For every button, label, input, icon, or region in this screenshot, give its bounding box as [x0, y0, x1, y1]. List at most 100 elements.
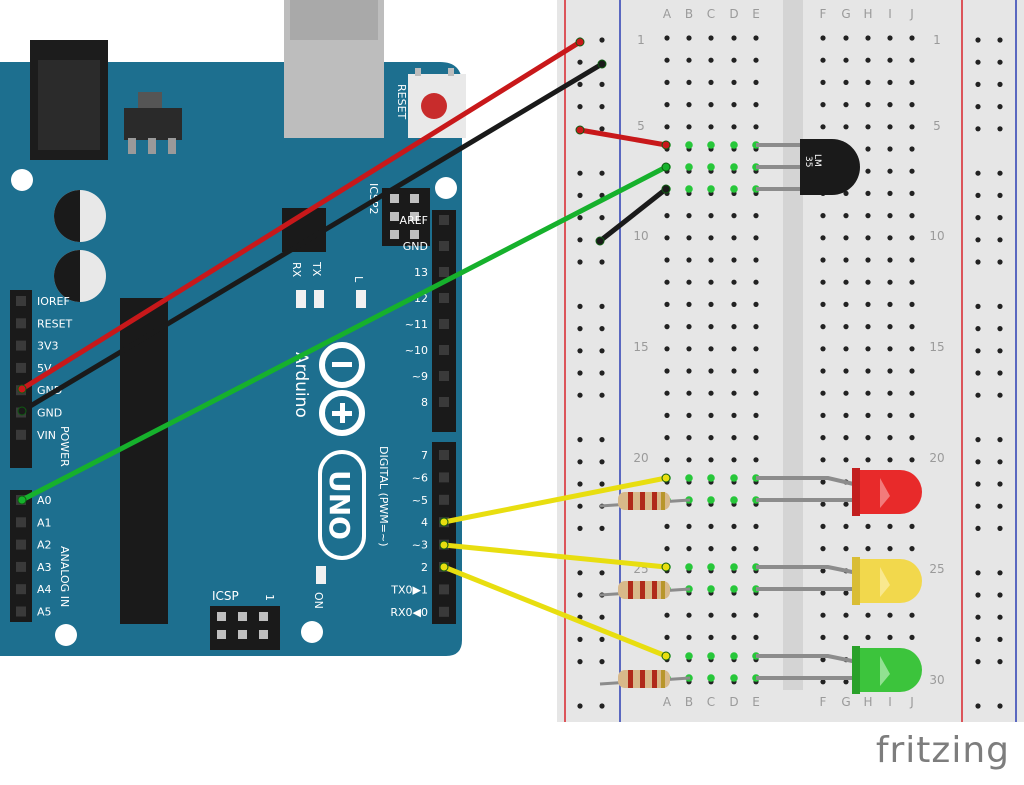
header-pin[interactable]	[439, 241, 449, 251]
header-pin[interactable]	[439, 345, 449, 355]
usb-connector-inner	[290, 0, 378, 40]
rail-hole	[599, 614, 605, 620]
wire-endpoint[interactable]	[17, 495, 27, 505]
header-pin[interactable]	[439, 397, 449, 407]
wire-yellow-pin2[interactable]	[441, 564, 669, 659]
wire-endpoint[interactable]	[575, 37, 585, 47]
header-pin[interactable]	[390, 230, 399, 239]
wire-endpoint[interactable]	[439, 540, 449, 550]
analog-header	[10, 490, 32, 622]
breadboard-hole	[731, 301, 737, 307]
header-pin[interactable]	[238, 630, 247, 639]
tx-led	[314, 290, 324, 308]
breadboard-hole	[843, 235, 849, 241]
header-pin[interactable]	[410, 212, 419, 221]
col-letter-j-bottom: J	[909, 695, 914, 709]
jumper-red-5v-rail[interactable]	[577, 127, 669, 148]
wire-endpoint[interactable]	[17, 384, 27, 394]
breadboard-hole	[865, 190, 871, 196]
header-pin[interactable]	[390, 212, 399, 221]
connected-hole	[730, 585, 738, 593]
rail-hole	[997, 636, 1003, 643]
header-pin[interactable]	[217, 630, 226, 639]
reset-button[interactable]	[421, 93, 447, 119]
voltage-regulator-tab	[138, 92, 162, 110]
header-pin[interactable]	[439, 494, 449, 505]
breadboard-hole	[887, 190, 893, 196]
breadboard-hole	[820, 35, 826, 41]
wire-endpoint[interactable]	[439, 517, 449, 527]
header-pin[interactable]	[439, 215, 449, 225]
header-pin[interactable]	[217, 612, 226, 621]
breadboard-hole	[664, 435, 670, 441]
row-number-1-right: 1	[933, 33, 941, 47]
breadboard-hole	[887, 523, 893, 530]
rail-hole	[997, 170, 1003, 176]
rail-hole	[975, 525, 981, 532]
header-pin[interactable]	[439, 584, 449, 595]
wire-endpoint[interactable]	[595, 236, 605, 246]
breadboard-hole	[664, 368, 670, 374]
breadboard-hole	[753, 279, 759, 285]
header-pin[interactable]	[16, 584, 26, 595]
header-pin[interactable]	[410, 194, 419, 203]
wire-black-gnd[interactable]	[19, 61, 605, 414]
header-pin[interactable]	[439, 267, 449, 277]
rail-hole	[599, 326, 605, 332]
wire-endpoint[interactable]	[661, 473, 671, 483]
header-pin[interactable]	[439, 319, 449, 329]
wire-endpoint[interactable]	[661, 162, 671, 172]
jumper-black-gnd-rail[interactable]	[597, 186, 669, 244]
breadboard-hole	[865, 35, 871, 41]
wire-endpoint[interactable]	[661, 140, 671, 150]
header-pin[interactable]	[16, 296, 26, 306]
header-pin[interactable]	[439, 293, 449, 303]
rx-led	[296, 290, 306, 308]
power-pin-label: GND	[37, 384, 62, 397]
wire-yellow-pin3[interactable]	[441, 542, 669, 570]
wire-green-a0[interactable]	[19, 164, 669, 503]
header-pin[interactable]	[16, 517, 26, 528]
header-pin[interactable]	[259, 630, 268, 639]
wire-endpoint[interactable]	[597, 59, 607, 69]
breadboard-hole	[708, 412, 714, 418]
rail-hole	[997, 392, 1003, 398]
header-pin[interactable]	[390, 194, 399, 203]
dc-power-jack-inner	[38, 60, 100, 150]
wire-endpoint[interactable]	[17, 406, 27, 416]
header-pin[interactable]	[410, 230, 419, 239]
header-pin[interactable]	[439, 371, 449, 381]
resistor-band	[661, 670, 665, 688]
header-pin[interactable]	[439, 472, 449, 483]
wire-endpoint[interactable]	[661, 184, 671, 194]
header-pin[interactable]	[259, 612, 268, 621]
breadboard-hole	[820, 568, 826, 574]
header-pin[interactable]	[16, 429, 26, 440]
header-pin[interactable]	[16, 539, 26, 550]
wire-endpoint[interactable]	[439, 562, 449, 572]
header-pin[interactable]	[439, 606, 449, 617]
header-pin[interactable]	[16, 318, 26, 329]
breadboard-hole	[909, 546, 915, 552]
wire-endpoint[interactable]	[661, 562, 671, 572]
rail-hole	[975, 370, 981, 376]
wire-endpoint[interactable]	[661, 651, 671, 661]
breadboard-hole	[731, 279, 737, 285]
header-pin[interactable]	[238, 612, 247, 621]
wire-endpoint[interactable]	[575, 125, 585, 135]
header-pin[interactable]	[439, 450, 449, 460]
wire-red-5v[interactable]	[19, 39, 583, 392]
breadboard-hole	[708, 57, 714, 63]
row-numbers: 1 5 10 15 20 25 1 5 10 15 20 25 30	[633, 33, 944, 687]
breadboard-hole	[686, 612, 692, 618]
header-pin[interactable]	[16, 606, 26, 617]
rail-hole	[599, 259, 605, 265]
rail-hole	[975, 392, 981, 398]
resistor-band	[640, 492, 645, 510]
wire-yellow-pin4[interactable]	[441, 475, 669, 525]
header-pin[interactable]	[16, 362, 26, 373]
breadboard-hole	[843, 634, 849, 641]
breadboard-hole	[731, 124, 737, 130]
header-pin[interactable]	[16, 340, 26, 351]
header-pin[interactable]	[16, 561, 26, 572]
